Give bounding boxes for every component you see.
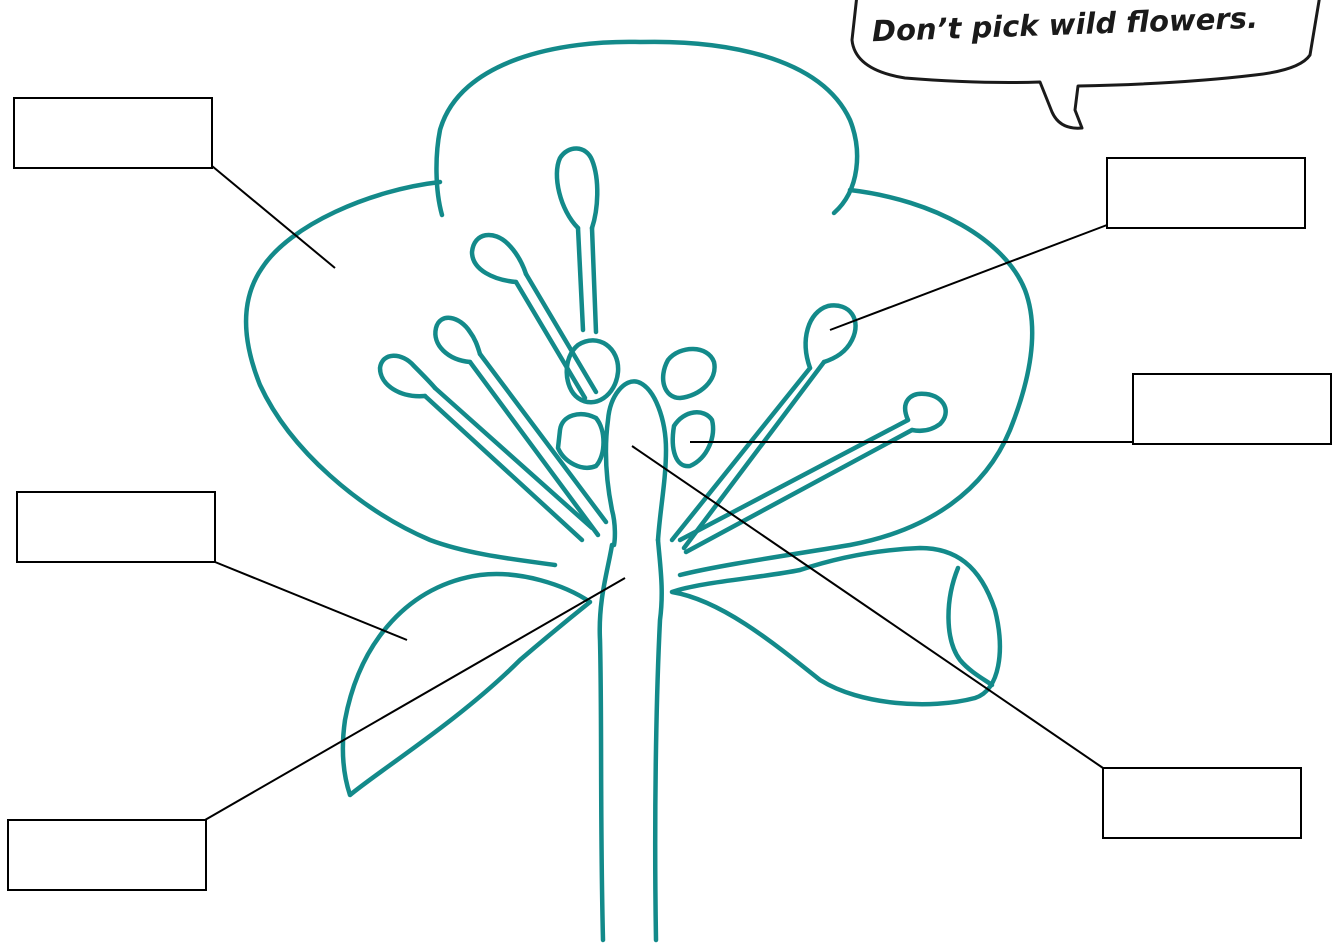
back-petal xyxy=(436,42,857,215)
leader-line-sepal xyxy=(215,562,407,640)
stamen-filament xyxy=(516,274,596,398)
left-petal xyxy=(246,182,555,565)
stamen-anther xyxy=(806,305,856,368)
stamen-filament xyxy=(578,228,596,332)
flower xyxy=(246,42,1032,940)
leader-line-stem xyxy=(205,578,625,820)
stamen-anther xyxy=(905,394,946,431)
label-box-middle-left[interactable] xyxy=(17,492,215,562)
stamen-filament xyxy=(470,354,606,535)
anther-bottom-left xyxy=(558,414,604,468)
anther-top-left xyxy=(567,340,618,402)
right-petal xyxy=(680,190,1032,575)
leader-line-stigma xyxy=(632,446,1103,768)
speech-bubble: Don’t pick wild flowers. xyxy=(852,0,1320,128)
label-box-bottom-right[interactable] xyxy=(1103,768,1301,838)
stamen-anther xyxy=(472,235,526,282)
label-box-bottom-left[interactable] xyxy=(8,820,206,890)
label-boxes xyxy=(8,98,1331,890)
left-sepal xyxy=(343,574,590,795)
stamen-anther xyxy=(557,148,597,228)
leader-line-anther xyxy=(830,225,1107,330)
label-box-top-left[interactable] xyxy=(14,98,212,168)
stem xyxy=(600,545,612,940)
stamen-anther xyxy=(435,318,480,362)
label-box-top-right[interactable] xyxy=(1107,158,1305,228)
label-box-middle-right[interactable] xyxy=(1133,374,1331,444)
anther-bottom-right xyxy=(673,412,713,466)
stamen-anther xyxy=(380,356,435,396)
anther-top-right xyxy=(663,349,714,398)
stem xyxy=(655,540,661,940)
